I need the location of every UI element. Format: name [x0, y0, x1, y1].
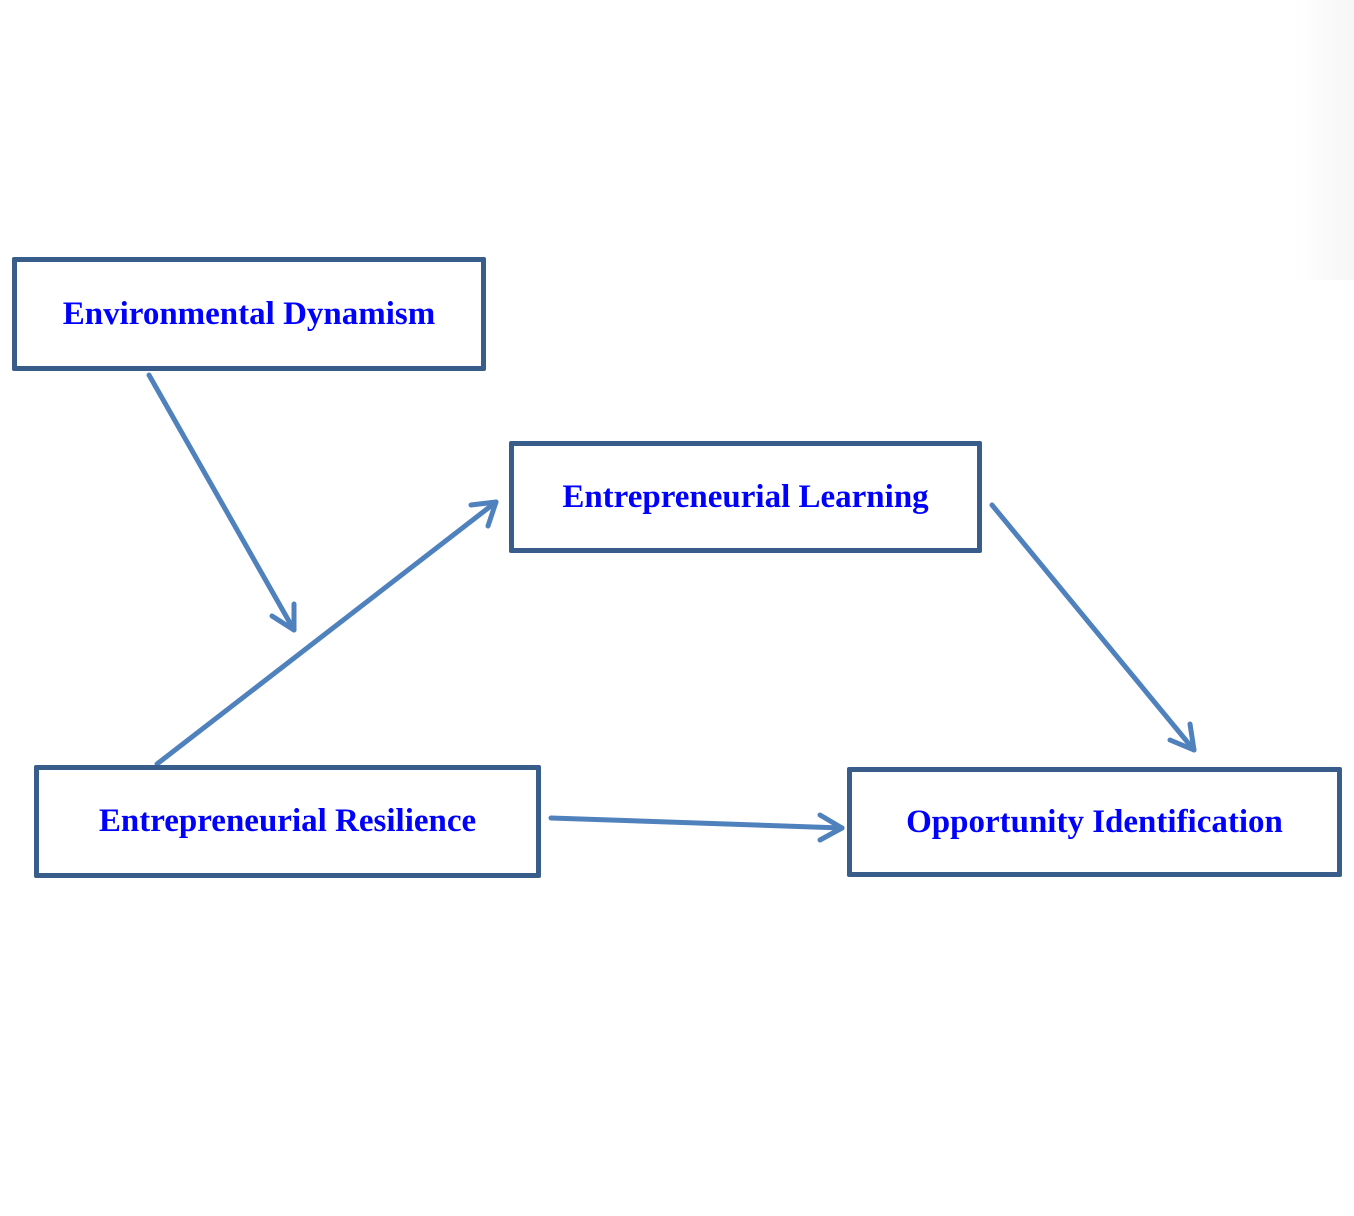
node-opportunity-identification: Opportunity Identification: [847, 767, 1342, 877]
node-label: Entrepreneurial Learning: [562, 478, 929, 515]
node-environmental-dynamism: Environmental Dynamism: [12, 257, 486, 371]
arrow-resilience-to-learning: [154, 499, 499, 767]
node-label: Environmental Dynamism: [62, 295, 436, 332]
arrow-learning-to-opportunity: [989, 502, 1197, 753]
arrow-resilience-to-opportunity: [548, 812, 845, 843]
page-edge-shadow: [1294, 0, 1354, 280]
node-label: Opportunity Identification: [906, 803, 1283, 840]
arrow-moderation: [146, 372, 297, 633]
node-label: Entrepreneurial Resilience: [98, 803, 477, 839]
node-entrepreneurial-resilience: Entrepreneurial Resilience: [34, 765, 541, 878]
node-entrepreneurial-learning: Entrepreneurial Learning: [509, 441, 982, 553]
